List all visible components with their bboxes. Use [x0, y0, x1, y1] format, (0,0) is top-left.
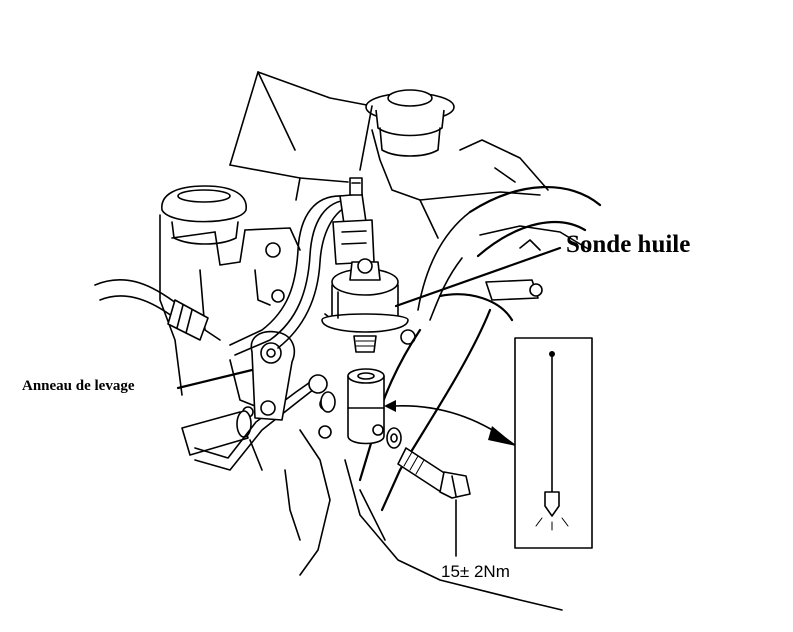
fuel-pipe	[94, 279, 209, 341]
filler-cap-left	[161, 185, 247, 245]
anneau-de-levage-label: Anneau de levage	[22, 378, 135, 394]
adapter-union	[347, 368, 385, 445]
lifting-eye	[250, 330, 296, 421]
wiring-harness	[229, 177, 375, 356]
sonde-huile-label: Sonde huile	[566, 231, 690, 258]
inset-symbol-box	[514, 337, 593, 549]
filler-cap-right	[359, 89, 455, 171]
engine-block	[159, 71, 591, 611]
torque-spec-label: 15± 2Nm	[441, 562, 510, 581]
oil-pressure-sender	[321, 258, 409, 353]
oil-pressure-switch-symbol-icon	[535, 351, 569, 531]
washers-and-bolt	[320, 391, 471, 499]
leader-lines	[176, 246, 562, 557]
